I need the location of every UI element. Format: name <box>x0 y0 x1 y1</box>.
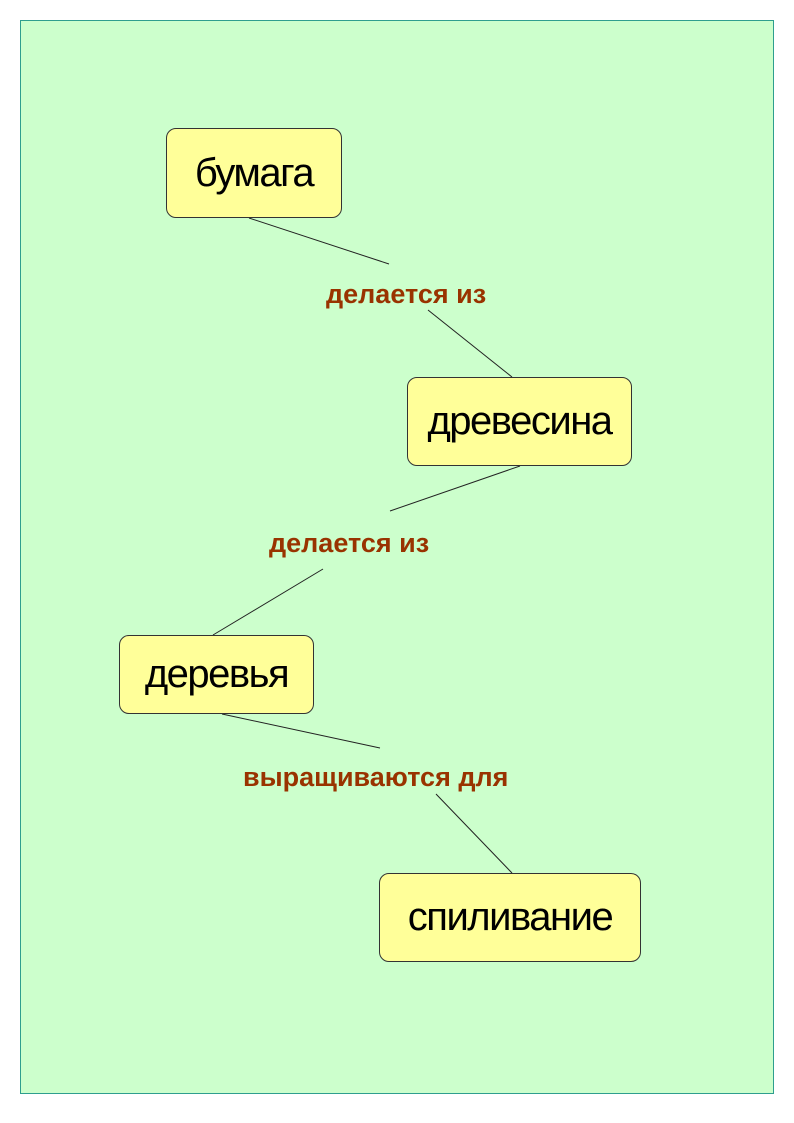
concept-node-drevesina: древесина <box>407 377 632 466</box>
concept-node-label: деревья <box>144 652 290 696</box>
concept-node-label: спиливание <box>407 895 614 939</box>
connector-line <box>435 793 513 874</box>
connector-line <box>389 465 521 512</box>
link-label: делается из <box>269 528 430 558</box>
link-label: делается из <box>326 279 487 309</box>
concept-node-label: древесина <box>427 399 613 443</box>
connector-line <box>221 713 381 749</box>
concept-node-label: бумага <box>194 150 315 195</box>
link-label: выращиваются для <box>243 762 509 792</box>
connector-line <box>427 309 513 378</box>
concept-node-bumaga: бумага <box>166 128 342 218</box>
connector-line <box>212 568 324 636</box>
concept-node-derevya: деревья <box>119 635 314 714</box>
connector-line <box>248 217 390 265</box>
concept-node-spilivanie: спиливание <box>379 873 641 962</box>
